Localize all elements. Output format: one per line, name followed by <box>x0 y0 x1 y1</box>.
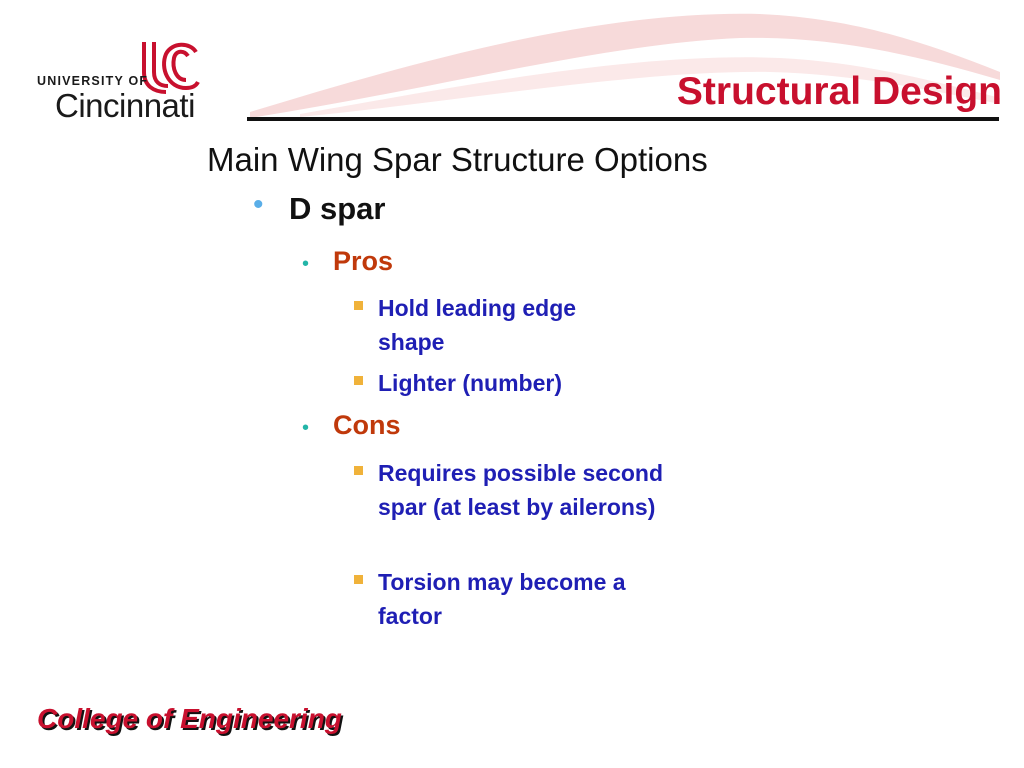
level2-bullet-icon: • <box>302 253 310 275</box>
slide-title: Structural Design <box>676 70 1002 113</box>
slide-subtitle: Main Wing Spar Structure Options <box>207 141 708 178</box>
level3-bullet-icon <box>354 466 363 475</box>
level2-bullet-icon: • <box>302 417 310 439</box>
bullet-d-spar: D spar <box>289 191 386 226</box>
cons-item: Requires possible second spar (at least … <box>378 460 664 520</box>
cons-item: Torsion may become a factor <box>378 569 626 629</box>
bullet-pros-label: Pros <box>333 246 394 276</box>
level1-bullet-icon: • <box>253 188 264 221</box>
title-underline <box>247 117 999 121</box>
pros-item: Lighter (number) <box>378 370 562 396</box>
footer-college-name: College of Engineering <box>37 703 342 734</box>
level3-bullet-icon <box>354 575 363 584</box>
logo-university-name: Cincinnati <box>55 87 195 124</box>
header-swoosh <box>250 13 1000 118</box>
level3-bullet-icon <box>354 376 363 385</box>
logo-university-of: UNIVERSITY OF <box>37 74 149 88</box>
level3-bullet-icon <box>354 301 363 310</box>
uc-monogram-icon <box>142 42 200 94</box>
bullet-cons-label: Cons <box>333 410 401 440</box>
pros-item: Hold leading edge shape <box>378 295 577 355</box>
